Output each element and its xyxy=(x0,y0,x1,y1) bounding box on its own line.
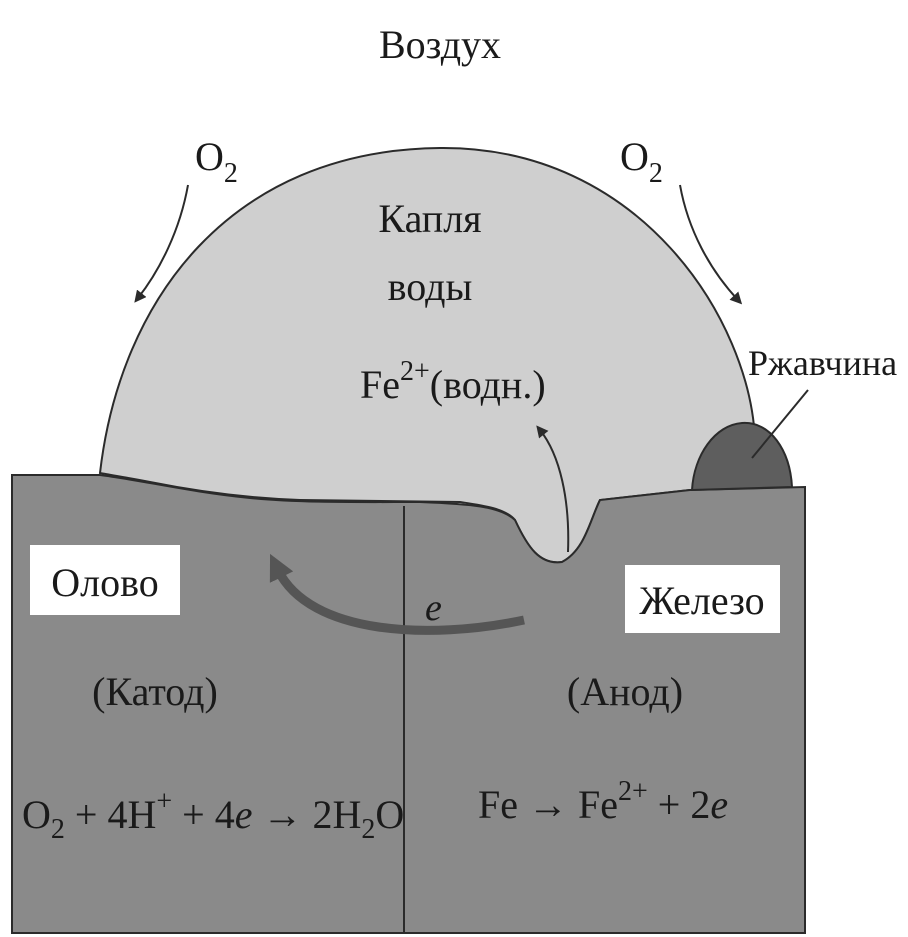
metal-plate xyxy=(11,474,806,934)
electron-arrow xyxy=(269,553,525,635)
oxygen-arrow-left xyxy=(134,184,189,303)
oxygen-arrow-right xyxy=(679,184,743,305)
tin-label: Олово xyxy=(51,560,158,605)
ion-arrow xyxy=(536,425,570,553)
air-label: Воздух xyxy=(379,22,501,67)
anode-equation: Fe → Fe2+ + 2e xyxy=(478,776,728,827)
electron-label: e xyxy=(425,587,442,629)
oxygen-label-right: O2 xyxy=(620,134,663,189)
iron-label-box xyxy=(625,565,780,633)
drop-label-line2: воды xyxy=(388,264,473,309)
cathode-label: (Катод) xyxy=(92,669,218,714)
rust-label: Ржавчина xyxy=(748,343,897,383)
rust-leader-line xyxy=(751,389,809,459)
iron-label: Железо xyxy=(639,578,764,623)
tin-label-box xyxy=(30,545,180,615)
drop-label-line1: Капля xyxy=(378,196,481,241)
oxygen-label-left: O2 xyxy=(195,134,238,189)
fe-ion-label: Fe2+(водн.) xyxy=(360,356,546,407)
cathode-equation: O2 + 4H+ + 4e → 2H2O xyxy=(22,786,404,845)
anode-label: (Анод) xyxy=(567,669,683,714)
